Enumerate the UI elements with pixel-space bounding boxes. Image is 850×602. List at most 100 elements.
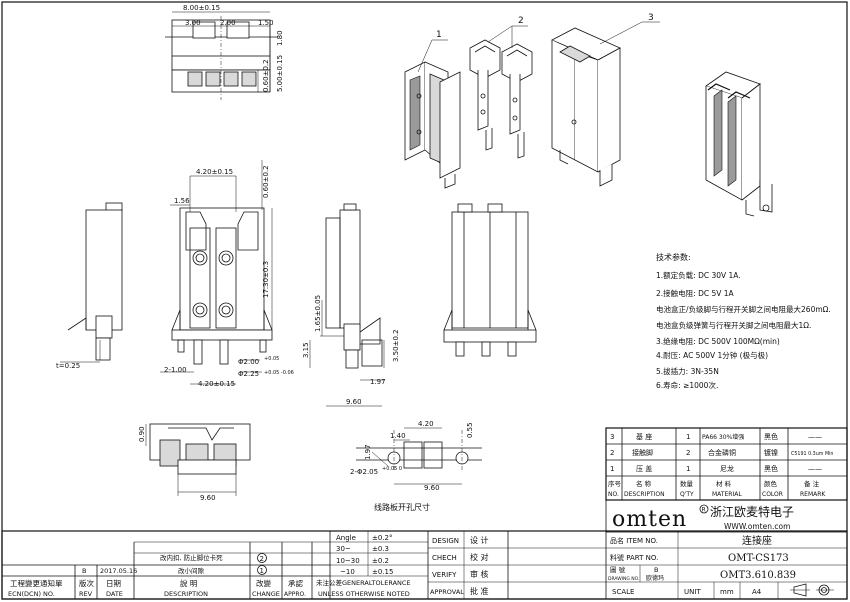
rev-row-1-date: 2017.05.16 [100,567,137,575]
appr-design: DESIGN [432,537,459,545]
tol-v1: ±0.3 [372,545,389,553]
appr-check-cn: 校 对 [470,552,489,562]
dim-bot-090: 0.90 [138,426,146,442]
iso-assembly [705,71,773,217]
bom-hdr-qty-cn: 数量 [680,479,694,488]
tol-angle-val: ±0.2° [372,534,393,542]
size-value: A4 [752,588,762,596]
appr-approval: APPROVAL [430,588,464,596]
dim-top-v2: 5.00±0.15 [276,55,284,92]
bom-row-2-name: 接触脚 [632,448,653,457]
bom-hdr-remark-en: REMARK [800,491,826,498]
tol-r3: ~10 [340,568,355,576]
balloon-leaders: 1 2 3 [417,13,660,73]
left-side-view: t=0.25 [56,202,123,370]
bom-hdr-no-cn: 序号 [608,479,622,488]
bom-hdr-color-en: COLOR [762,491,783,498]
registered-mark: R [702,507,706,514]
rev-hdr-appr-en: APPRO. [284,591,306,598]
rev-hdr-chg-cn: 改變 [256,578,271,588]
item-label: 品名 ITEM NO. [610,536,658,545]
bom-row-1-remark: —— [808,465,822,473]
bom-hdr-qty-en: Q'TY [680,491,694,498]
bom-row-3-mat: PA66 30%增强 [702,433,744,441]
dim-pcb-140: 1.40 [390,432,406,440]
bom-row-1-mat: 尼龙 [720,464,734,473]
tech-line-5: 3.绝缘电阻: DC 500V 100MΩ(min) [656,336,780,346]
tol-angle-label: Angle [336,534,356,542]
rev-hdr-desc-en: DESCRIPTION [164,590,208,598]
tech-line-2: 2.接触电阻: DC 5V 1A [656,288,735,298]
dim-top-a: 3.00 [185,19,201,27]
bom-hdr-mat-en: MATERIAL [712,491,742,498]
bom-row-2-color: 镀镍 [764,448,778,457]
drawing-value: OMT3.610.839 [720,570,796,581]
dim-top-d: 1.80 [276,30,284,46]
bom-hdr-color-cn: 颜色 [764,479,778,488]
tech-notes: 技术参数: 1.额定负载: DC 30V 1A. 2.接触电阻: DC 5V 1… [656,252,831,390]
rev-row-1-ver: B [82,567,86,575]
part-label: 料號 PART NO. [610,553,658,562]
dim-front-d2: Φ2.25 [238,370,259,378]
rev-hdr-date-en: DATE [106,590,123,598]
dim-front-bot: 4.20±0.15 [198,380,235,388]
back-view [443,203,537,357]
pcb-caption: 线路板开孔尺寸 [374,502,430,512]
tech-title: 技术参数: [656,252,691,262]
bom-hdr-mat-cn: 材 料 [716,479,732,488]
rev-row-2-mark: 2 [260,555,264,563]
bom-row-1-qty: 1 [686,465,690,473]
bom-hdr-no-en: NO. [608,491,619,498]
bom-row-1-color: 黑色 [764,464,778,473]
bom-row-1-no: 1 [610,465,614,473]
dim-front-h: 17.30±0.3 [262,261,270,298]
tech-line-7: 5.拔插力: 3N-35N [656,366,719,376]
bom-row-1-name: 压 盖 [636,464,652,473]
bom-row-3-no: 3 [610,433,614,441]
tech-line-6: 4.耐压: AC 500V 1分钟 (极与极) [656,350,768,360]
company-name: 浙江欧麦特电子 [710,504,794,519]
drawer-name: 欧德玛 [646,574,664,582]
dim-pcb-96: 9.60 [424,484,440,492]
bom-hdr-name-cn: 名 称 [636,479,652,488]
pcb-layout: 4.20 1.40 0.55 1.97 2-Φ2.05 +0.05 0 9.60… [350,420,482,512]
tol-r1: 30~ [336,545,351,553]
dim-pcb-055: 0.55 [466,422,474,438]
unit-value: mm [720,588,734,596]
right-side-view: 1.65±0.05 3.15 3.50±0.2 1.97 9.60 [302,203,400,407]
company-logo: omten [612,507,687,532]
drawing-label-en: DRAWING NO. [608,576,639,582]
appr-verify-cn: 审 核 [470,569,489,579]
drawing-label-cn: 圖 號 [610,565,626,574]
tol-v2: ±0.2 [372,557,389,565]
rev-hdr-date-cn: 日期 [106,579,121,588]
bom-row-3-name: 基 座 [636,432,652,441]
rev-hdr-desc-cn: 說 明 [180,578,197,588]
bom-row-3-qty: 1 [686,433,690,441]
dim-pcb-hole-tol: +0.05 0 [382,466,402,472]
iso-part-3-base [551,27,621,187]
dim-side-197: 1.97 [370,378,386,386]
tol-r2: 10~30 [336,557,360,565]
dim-side-165: 1.65±0.05 [314,295,322,332]
bom-hdr-remark-cn: 备 注 [804,479,820,488]
dim-front-d1: Φ2.00 [238,358,259,366]
rev-hdr-chg-en: CHANGE [252,590,280,598]
dim-pcb-hole: 2-Φ2.05 [350,468,378,476]
rev-row-1-mark: 1 [260,567,264,575]
dim-front-d1-tol: +0.05 [264,356,279,362]
bom-table: 3 基 座 1 PA66 30%增强 黑色 —— 2 接触脚 2 合金磷铜 镀镍… [605,427,848,501]
dim-pcb-420: 4.20 [418,420,434,428]
dim-front-d2-tol: +0.05 -0.06 [264,370,294,376]
dim-pcb-197: 1.97 [364,444,372,460]
rev-row-1-desc: 改小间隙 [178,566,205,575]
bom-row-2-qty: 2 [686,449,690,457]
tech-line-8: 6.寿命: ≥1000次. [656,380,718,390]
dim-bot-96: 9.60 [200,494,216,502]
bom-hdr-name-en: DESCRIPTION [624,491,665,498]
front-view: 4.20±0.15 0.60±0.2 1.56 17.30±0.3 Φ2.00 … [160,160,294,388]
appr-design-cn: 设 计 [470,535,489,545]
appr-approval-cn: 批 准 [470,586,489,596]
